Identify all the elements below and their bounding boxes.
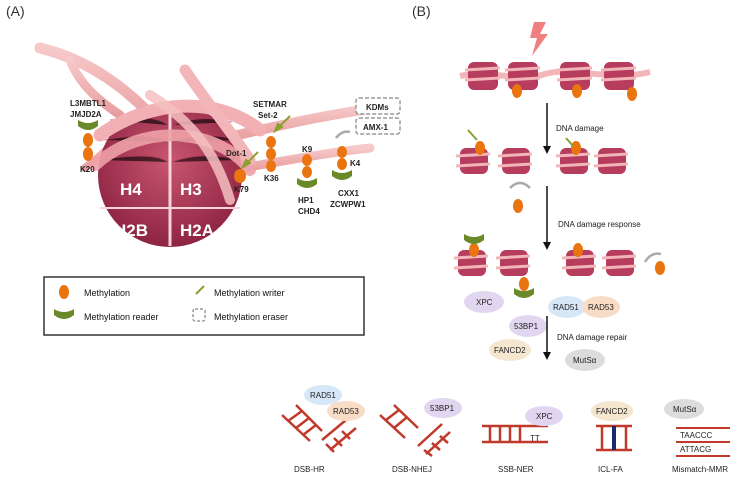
label-zcwpw1: ZCWPW1 — [330, 200, 366, 209]
mmr-seq-bottom: ATTACG — [680, 445, 711, 454]
mmr-seq-top: TAACCC — [680, 431, 713, 440]
pathway-hr-diagram — [281, 404, 357, 453]
dna-wrap — [89, 64, 267, 205]
legend-eraser-icon — [192, 308, 206, 322]
panel-b-tag: (B) — [412, 3, 431, 19]
pathway-hr-rad51-label: RAD51 — [310, 391, 336, 400]
panel-a-tag: (A) — [6, 3, 25, 19]
protein-fancd2-label: FANCD2 — [494, 346, 526, 355]
protein-rad53 — [582, 296, 620, 318]
h3-marks — [234, 130, 352, 188]
legend-reader: Methylation reader — [84, 312, 159, 322]
legend-eraser: Methylation eraser — [214, 312, 288, 322]
histone-h2a: H2A — [180, 221, 214, 240]
label-k9: K9 — [302, 145, 313, 154]
pathway-nhej-53bp1-label: 53BP1 — [430, 404, 455, 413]
label-hp1: HP1 — [298, 196, 314, 205]
pathway-ner-diagram — [482, 424, 548, 444]
label-chd4: CHD4 — [298, 207, 320, 216]
histone-h2b: H2B — [114, 221, 148, 240]
label-l3mbtl1: L3MBTL1 — [70, 99, 107, 108]
pathway-fa-label: ICL-FA — [598, 465, 624, 474]
chromatin-row-3 — [453, 234, 665, 298]
pathway-ner-xpc-label: XPC — [536, 412, 553, 421]
pathway-hr-rad51 — [304, 385, 342, 405]
protein-mutsa — [565, 349, 605, 371]
protein-rad53-label: RAD53 — [588, 303, 614, 312]
legend-methylation: Methylation — [84, 288, 130, 298]
label-k79: K79 — [234, 185, 249, 194]
pathway-nhej-53bp1 — [424, 398, 462, 418]
eraser-box-kdm — [355, 97, 401, 115]
protein-xpc-label: XPC — [476, 298, 493, 307]
step-damage: DNA damage — [556, 124, 604, 133]
pathway-fa-fancd2 — [591, 401, 633, 421]
pathway-fa-crosslink — [612, 426, 616, 450]
protein-mutsa-label: MutSα — [573, 356, 597, 365]
pathway-hr-label: DSB-HR — [294, 465, 325, 474]
legend-writer: Methylation writer — [214, 288, 285, 298]
chromatin-row-1 — [459, 62, 651, 101]
protein-fancd2 — [489, 339, 531, 361]
protein-53bp1 — [509, 315, 547, 337]
h4k20-marks — [78, 120, 98, 161]
pathway-hr-rad53-label: RAD53 — [333, 407, 359, 416]
protein-53bp1-label: 53BP1 — [514, 322, 539, 331]
label-k4: K4 — [350, 159, 361, 168]
pathway-ner-label: SSB-NER — [498, 465, 534, 474]
lightning-icon — [530, 22, 548, 56]
legend-methylation-icon — [59, 285, 69, 299]
label-setmar: SETMAR — [253, 100, 287, 109]
legend: Methylation Methylation reader Methylati… — [43, 276, 365, 336]
protein-rad51-label: RAD51 — [553, 303, 579, 312]
pathway-ner-xpc — [525, 406, 563, 426]
label-cxx1: CXX1 — [338, 189, 359, 198]
legend-reader-icon — [54, 309, 74, 319]
eraser-box-amx1 — [355, 117, 401, 135]
protein-rad51 — [548, 296, 586, 318]
label-amx1: AMX-1 — [363, 123, 388, 132]
pathway-fa-fancd2-label: FANCD2 — [596, 407, 628, 416]
pathway-mmr-label: Mismatch-MMR — [672, 465, 728, 474]
label-k20: K20 — [80, 165, 95, 174]
histone-h4: H4 — [120, 180, 142, 199]
pathway-nhej-diagram — [379, 404, 451, 457]
protein-xpc — [464, 291, 504, 313]
histone-h3: H3 — [180, 180, 202, 199]
chromatin-row-2 — [455, 129, 629, 213]
pathway-nhej-label: DSB-NHEJ — [392, 465, 432, 474]
pathway-hr-rad53 — [327, 401, 365, 421]
label-set2: Set-2 — [258, 111, 278, 120]
step-response: DNA damage response — [558, 220, 641, 229]
label-jmjd2a: JMJD2A — [70, 110, 102, 119]
pathway-mmr-mutsa — [664, 399, 704, 419]
step-repair: DNA damage repair — [557, 333, 628, 342]
label-dot1: Dot-1 — [226, 149, 247, 158]
legend-writer-icon — [195, 285, 205, 295]
writer-arrows — [240, 115, 291, 170]
label-k36: K36 — [264, 174, 279, 183]
label-kdm: KDMs — [366, 103, 389, 112]
pathway-ner-tt: TT — [530, 434, 540, 443]
pathway-mmr-mutsa-label: MutSα — [673, 405, 697, 414]
